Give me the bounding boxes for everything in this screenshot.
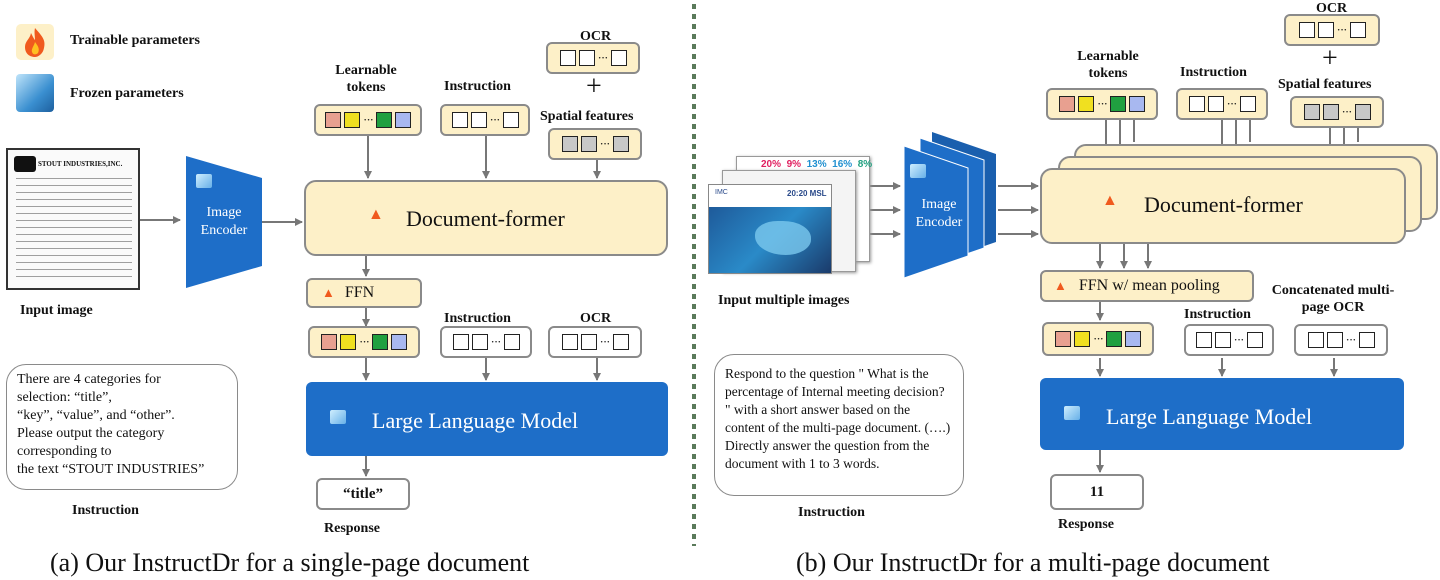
spatial-feature-tokens-right: ··· xyxy=(1290,96,1384,128)
learnable-tokens-left: ··· xyxy=(314,104,422,136)
concat-ocr-tokens: ··· xyxy=(1294,324,1388,356)
page-map-shape xyxy=(755,221,811,255)
fire-icon: ▲ xyxy=(322,285,335,300)
document-text-lines xyxy=(16,178,132,282)
page-title: 20:20 MSL xyxy=(787,189,827,198)
input-image-label: Input image xyxy=(20,303,93,318)
llm-right xyxy=(1040,378,1404,450)
response-label-left: Response xyxy=(324,521,381,536)
ffn-label-right: FFN w/ mean pooling xyxy=(1078,277,1220,294)
legend-trainable: Trainable parameters xyxy=(70,33,200,48)
ffn-label-left: FFN xyxy=(344,284,375,301)
document-header: STOUT INDUSTRIES,INC. xyxy=(38,160,123,168)
llm-label-left: Large Language Model xyxy=(372,408,579,433)
ocr-tokens-top-right: ··· xyxy=(1284,14,1380,46)
concat-ocr-label: Concatenated multi-page OCR xyxy=(1271,283,1395,315)
document-former-label-left: Document-former xyxy=(406,206,565,231)
ice-icon xyxy=(910,164,926,178)
input-document-image: STOUT INDUSTRIES,INC. xyxy=(6,148,140,290)
document-former-label-right: Document-former xyxy=(1144,192,1303,217)
ffn-right: ▲ FFN w/ mean pooling xyxy=(1040,270,1254,302)
ocr-label-mid-left: OCR xyxy=(580,311,612,326)
ocr-tokens-top-left: ··· xyxy=(546,42,640,74)
ice-icon xyxy=(330,410,346,424)
response-label-right: Response xyxy=(1058,517,1115,532)
ice-icon xyxy=(16,74,54,112)
learnable-tokens-label-left: Learnable tokens xyxy=(335,63,397,95)
learnable-tokens-right: ··· xyxy=(1046,88,1158,120)
ocr-label-top-right: OCR xyxy=(1316,1,1348,16)
instruction-label-top-left: Instruction xyxy=(444,79,511,94)
ocr-label-top-left: OCR xyxy=(580,29,612,44)
input-multiple-images-label: Input multiple images xyxy=(718,293,850,308)
spatial-feature-tokens-left: ··· xyxy=(548,128,642,160)
instruction-label-mid-right: Instruction xyxy=(1184,307,1251,322)
image-encoder-left xyxy=(186,156,262,288)
output-tokens-left: ··· xyxy=(308,326,420,358)
ocr-tokens-mid-left: ··· xyxy=(548,326,642,358)
image-encoder-right-stack xyxy=(904,132,996,279)
response-box-right: 11 xyxy=(1050,474,1144,510)
legend-frozen: Frozen parameters xyxy=(70,86,184,101)
instruction-label-left: Instruction xyxy=(72,503,139,518)
fire-icon: ▲ xyxy=(1054,278,1067,293)
page-stat-row: 20% 9% 13% 16% 8% xyxy=(761,159,873,170)
instruction-tokens-mid-left: ··· xyxy=(440,326,532,358)
document-former-right xyxy=(1040,168,1406,244)
caption-left: (a) Our InstructDr for a single-page doc… xyxy=(50,548,530,577)
ffn-left: ▲ FFN xyxy=(306,278,422,308)
instruction-tokens-top-right: ··· xyxy=(1176,88,1268,120)
document-former-left xyxy=(304,180,668,256)
output-tokens-right: ··· xyxy=(1042,322,1154,356)
plus-sign-right: + xyxy=(1322,43,1338,74)
input-page-front: IMC 20:20 MSL xyxy=(708,184,832,274)
spatial-features-label-right: Spatial features xyxy=(1278,77,1372,92)
ice-icon xyxy=(1064,406,1080,420)
instruction-note-left: There are 4 categories for selection: “t… xyxy=(6,364,238,490)
instruction-label-top-right: Instruction xyxy=(1180,65,1247,80)
caption-right: (b) Our InstructDr for a multi-page docu… xyxy=(796,548,1270,577)
instruction-label-mid-left: Instruction xyxy=(444,311,511,326)
spatial-features-label-left: Spatial features xyxy=(540,109,634,124)
document-logo xyxy=(14,156,36,172)
llm-label-right: Large Language Model xyxy=(1106,404,1313,429)
response-box-left: “title” xyxy=(316,478,410,510)
instruction-tokens-mid-right: ··· xyxy=(1184,324,1274,356)
instruction-label-right: Instruction xyxy=(798,505,865,520)
instruction-note-right: Respond to the question " What is the pe… xyxy=(714,354,964,496)
plus-sign-left: + xyxy=(586,71,602,102)
fire-icon: ▲ xyxy=(368,206,384,223)
learnable-tokens-label-right: Learnable tokens xyxy=(1077,49,1139,81)
fire-icon: ▲ xyxy=(1102,192,1118,209)
page-brand: IMC xyxy=(715,189,728,196)
ice-icon xyxy=(196,174,212,188)
instruction-tokens-top-left: ··· xyxy=(440,104,530,136)
llm-left xyxy=(306,382,668,456)
fire-icon xyxy=(16,24,54,60)
